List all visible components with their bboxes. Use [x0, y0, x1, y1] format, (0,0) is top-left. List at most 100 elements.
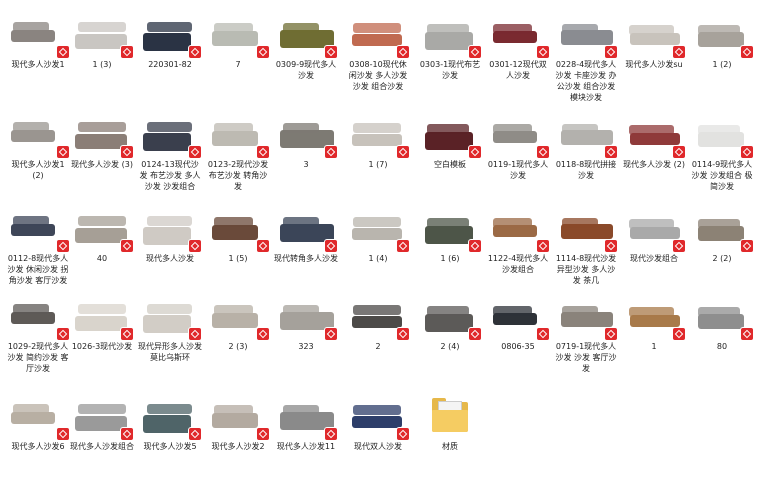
file-item[interactable]: 40: [70, 204, 134, 264]
file-item[interactable]: 现代多人沙发 (3): [70, 110, 134, 170]
file-item[interactable]: 空白模板: [418, 110, 482, 170]
file-item[interactable]: 2 (2): [690, 204, 754, 264]
file-item[interactable]: 1 (7): [346, 110, 410, 170]
file-item[interactable]: 1122-4现代多人沙发组合: [486, 204, 550, 275]
sofa-thumbnail: [555, 292, 617, 340]
sketchup-file-icon: [57, 240, 69, 252]
sofa-thumbnail: [555, 204, 617, 252]
file-item[interactable]: 1 (4): [346, 204, 410, 264]
file-item[interactable]: 0124-13现代沙发 布艺沙发 多人沙发 沙发组合: [138, 110, 202, 192]
file-item[interactable]: 现代多人沙发: [138, 204, 202, 264]
file-item[interactable]: 现代多人沙发11: [274, 392, 338, 452]
file-item[interactable]: 现代沙发组合: [622, 204, 686, 264]
sofa-thumbnail: [7, 292, 69, 340]
sofa-thumbnail: [691, 10, 753, 58]
file-name-label: 1122-4现代多人沙发组合: [487, 254, 549, 274]
sofa-thumbnail: [71, 292, 133, 340]
file-item[interactable]: 现代多人沙发2: [206, 392, 270, 452]
file-name-label: 0112-8现代多人沙发 休闲沙发 拐角沙发 客厅沙发: [7, 254, 69, 285]
file-item[interactable]: 1026-3现代沙发: [70, 292, 134, 352]
file-item[interactable]: 323: [274, 292, 338, 352]
sketchup-file-icon: [741, 328, 753, 340]
file-item[interactable]: 0309-9现代多人沙发: [274, 10, 338, 81]
file-item[interactable]: 7: [206, 10, 270, 70]
file-item[interactable]: 现代多人沙发su: [622, 10, 686, 70]
file-name-label: 材质: [442, 442, 458, 451]
file-item[interactable]: 0228-4现代多人沙发 卡座沙发 办公沙发 组合沙发 模块沙发: [554, 10, 618, 103]
sofa-shape: [212, 413, 258, 428]
file-item[interactable]: 2 (4): [418, 292, 482, 352]
file-item[interactable]: 0119-1现代多人沙发: [486, 110, 550, 181]
file-item[interactable]: 0303-1现代布艺沙发: [418, 10, 482, 81]
sofa-shape: [630, 227, 680, 239]
file-item[interactable]: 1 (5): [206, 204, 270, 264]
sketchup-file-icon: [189, 428, 201, 440]
file-item[interactable]: 220301-82: [138, 10, 202, 70]
sofa-back-shape: [13, 122, 49, 132]
sofa-shape: [352, 416, 402, 428]
sofa-thumbnail: [691, 292, 753, 340]
sofa-thumbnail: [555, 110, 617, 158]
sofa-thumbnail: [7, 392, 69, 440]
sketchup-file-icon: [325, 428, 337, 440]
sofa-back-shape: [214, 305, 253, 315]
sofa-back-shape: [78, 404, 126, 414]
file-item[interactable]: 现代多人沙发1: [6, 10, 70, 70]
sofa-back-shape: [629, 25, 674, 35]
sofa-back-shape: [78, 22, 126, 32]
sofa-shape: [11, 412, 55, 424]
file-item[interactable]: 0719-1现代多人沙发 沙发 客厅沙发: [554, 292, 618, 374]
file-item[interactable]: 1 (2): [690, 10, 754, 70]
sketchup-file-icon: [189, 328, 201, 340]
sofa-shape: [425, 132, 473, 150]
file-item[interactable]: 3: [274, 110, 338, 170]
file-item[interactable]: 现代多人沙发组合: [70, 392, 134, 452]
file-item[interactable]: 1: [622, 292, 686, 352]
file-item[interactable]: 80: [690, 292, 754, 352]
file-item[interactable]: 2: [346, 292, 410, 352]
file-item[interactable]: 现代多人沙发 (2): [622, 110, 686, 170]
file-name-label: 0308-10现代休闲沙发 多人沙发沙发 组合沙发: [348, 60, 408, 91]
sofa-shape: [11, 224, 55, 236]
file-item[interactable]: 1114-8现代沙发异型沙发 多人沙发 茶几: [554, 204, 618, 286]
folder-icon: [432, 398, 468, 432]
file-item[interactable]: 现代双人沙发: [346, 392, 410, 452]
file-item[interactable]: 2 (3): [206, 292, 270, 352]
sofa-thumbnail: [347, 10, 409, 58]
file-name-label: 1 (4): [368, 254, 388, 263]
file-item[interactable]: 0123-2现代沙发 布艺沙发 转角沙发: [206, 110, 270, 192]
sofa-back-shape: [629, 307, 674, 317]
sofa-thumbnail: [71, 10, 133, 58]
file-name-label: 2 (3): [228, 342, 248, 351]
file-item[interactable]: 1 (3): [70, 10, 134, 70]
file-item[interactable]: 1029-2现代多人沙发 简约沙发 客厅沙发: [6, 292, 70, 374]
sofa-shape: [493, 225, 537, 237]
file-item[interactable]: 现代多人沙发1 (2): [6, 110, 70, 181]
sofa-thumbnail: [347, 292, 409, 340]
file-item[interactable]: 现代多人沙发5: [138, 392, 202, 452]
sofa-shape: [493, 313, 537, 325]
sketchup-file-icon: [57, 428, 69, 440]
file-item[interactable]: 现代多人沙发6: [6, 392, 70, 452]
sketchup-file-icon: [325, 328, 337, 340]
file-item[interactable]: 0301-12现代双人沙发: [486, 10, 550, 81]
sofa-thumbnail: [347, 392, 409, 440]
sofa-shape: [280, 224, 334, 242]
file-item[interactable]: 1 (6): [418, 204, 482, 264]
file-item[interactable]: 0112-8现代多人沙发 休闲沙发 拐角沙发 客厅沙发: [6, 204, 70, 286]
folder-item[interactable]: 材质: [418, 392, 482, 452]
file-item[interactable]: 现代转角多人沙发: [274, 204, 338, 264]
sketchup-file-icon: [673, 240, 685, 252]
file-item[interactable]: 现代异形多人沙发莫比乌斯环: [138, 292, 202, 363]
sketchup-file-icon: [537, 46, 549, 58]
sofa-shape: [698, 226, 744, 241]
file-item[interactable]: 0806-35: [486, 292, 550, 352]
sofa-back-shape: [147, 216, 192, 226]
file-item[interactable]: 0308-10现代休闲沙发 多人沙发沙发 组合沙发: [346, 10, 410, 92]
sketchup-file-icon: [121, 240, 133, 252]
sofa-thumbnail: [623, 204, 685, 252]
sofa-shape: [143, 415, 191, 433]
sketchup-file-icon: [397, 46, 409, 58]
file-item[interactable]: 0118-8现代拼接沙发: [554, 110, 618, 181]
file-item[interactable]: 0114-9现代多人沙发 沙发组合 极简沙发: [690, 110, 754, 192]
